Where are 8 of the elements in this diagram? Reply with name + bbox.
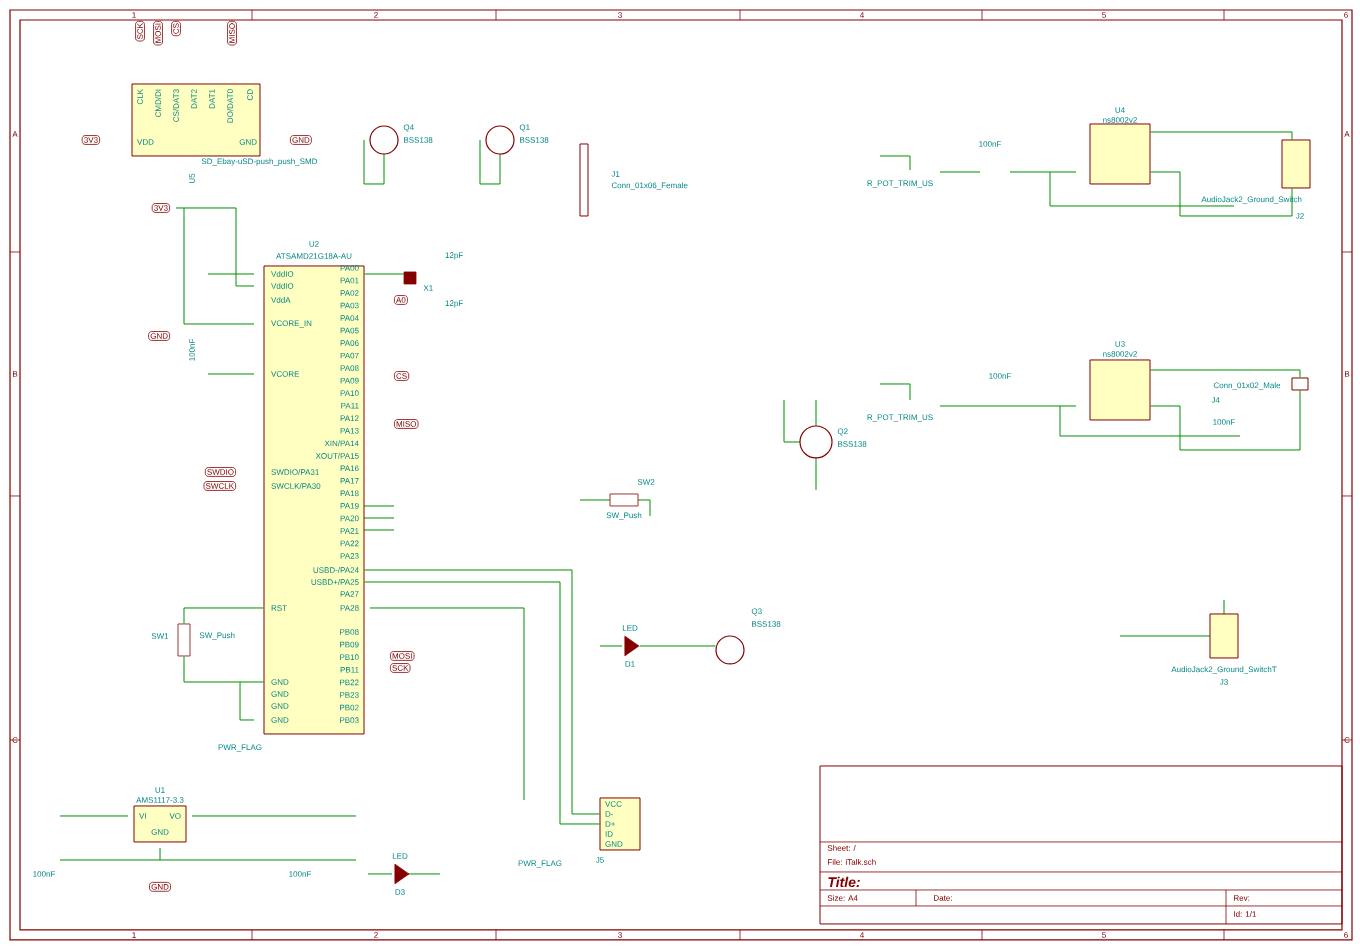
wire: [1150, 369, 1301, 378]
wire: [364, 273, 405, 275]
wire: [183, 655, 264, 683]
wire: [1150, 390, 1301, 451]
wire: [639, 645, 716, 647]
wire: [183, 607, 264, 625]
wire: [1150, 131, 1293, 140]
wire: [1150, 171, 1293, 217]
